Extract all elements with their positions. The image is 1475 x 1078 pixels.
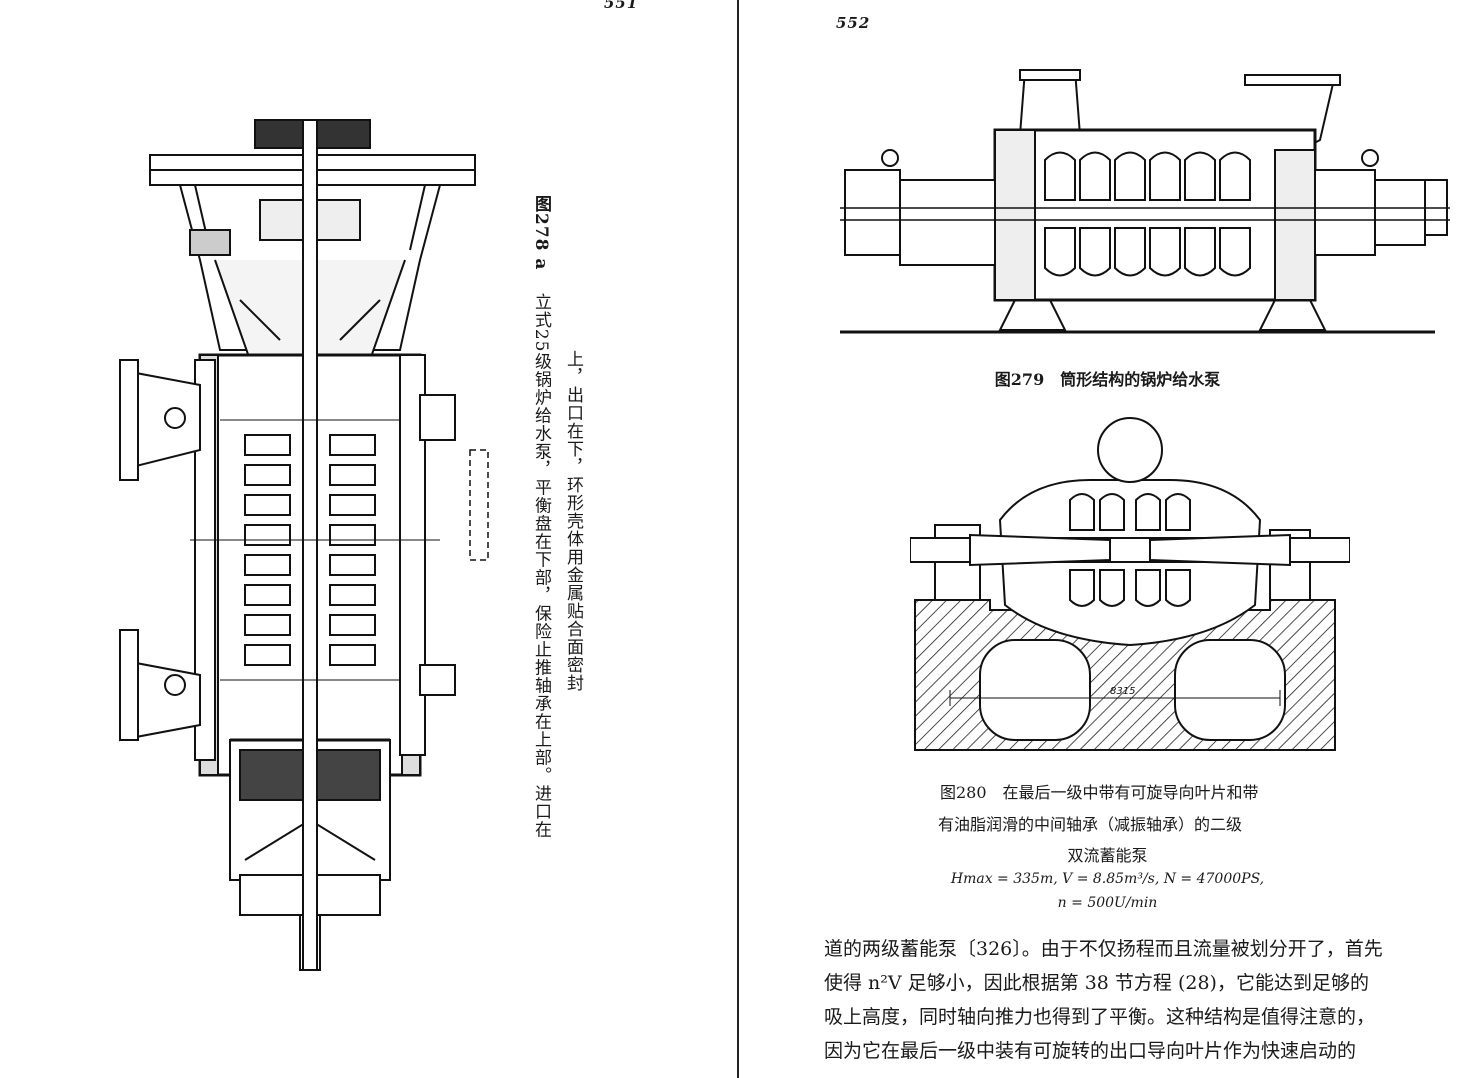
figure-280-caption-line-2: 有油脂润滑的中间轴承（减振轴承）的二级	[938, 815, 1243, 834]
figure-278a-caption-continued: 上，出口在下，环形壳体用金属贴合面密封	[560, 350, 586, 692]
figure-280-specs-line-1: Hmax = 335m, V = 8.85m³/s, N = 47000PS,	[950, 871, 1265, 887]
figure-280-double-flow-pump-drawing: 8315	[910, 417, 1350, 751]
caption-line-1: 立式25级锅炉给水泵，平衡盘在下部，保险止推轴承在上部。进口在	[531, 292, 551, 839]
page-number: 551	[604, 0, 639, 12]
figure-280-specs-line-2: n = 500U/min	[1057, 895, 1158, 911]
figure-278a-caption: 图278 a 立式25级锅炉给水泵，平衡盘在下部，保险止推轴承在上部。进口在	[528, 195, 554, 838]
page-number: 552	[836, 14, 871, 32]
figure-280-caption-line-1: 图280 在最后一级中带有可旋导向叶片和带	[940, 783, 1259, 802]
figure-278a-vertical-pump-drawing	[119, 119, 489, 971]
body-line: 因为它在最后一级中装有可旋转的出口导向叶片作为快速启动的	[824, 1040, 1357, 1062]
body-line: 吸上高度，同时轴向推力也得到了平衡。这种结构是值得注意的，	[824, 1006, 1376, 1028]
book-gutter	[737, 0, 739, 1078]
body-text: 道的两级蓄能泵〔326〕。由于不仅扬程而且流量被划分开了，首先 使得 n²V 足…	[824, 932, 1460, 1068]
body-line: 道的两级蓄能泵〔326〕。由于不仅扬程而且流量被划分开了，首先	[824, 938, 1383, 960]
body-line: 使得 n²V 足够小，因此根据第 38 节方程 (28)，它能达到足够的	[824, 972, 1369, 994]
figure-279-caption: 图279 筒形结构的锅炉给水泵	[994, 370, 1221, 389]
left-page: 551	[0, 0, 737, 1078]
right-page: 552	[740, 0, 1475, 1078]
figure-279-barrel-pump-drawing	[840, 69, 1450, 334]
caption-line-2: 上，出口在下，环形壳体用金属贴合面密封	[563, 350, 583, 692]
figure-280-caption-line-3: 双流蓄能泵	[1067, 846, 1148, 865]
figure-label: 图278 a	[531, 195, 551, 271]
dimension-label: 8315	[1110, 686, 1135, 697]
